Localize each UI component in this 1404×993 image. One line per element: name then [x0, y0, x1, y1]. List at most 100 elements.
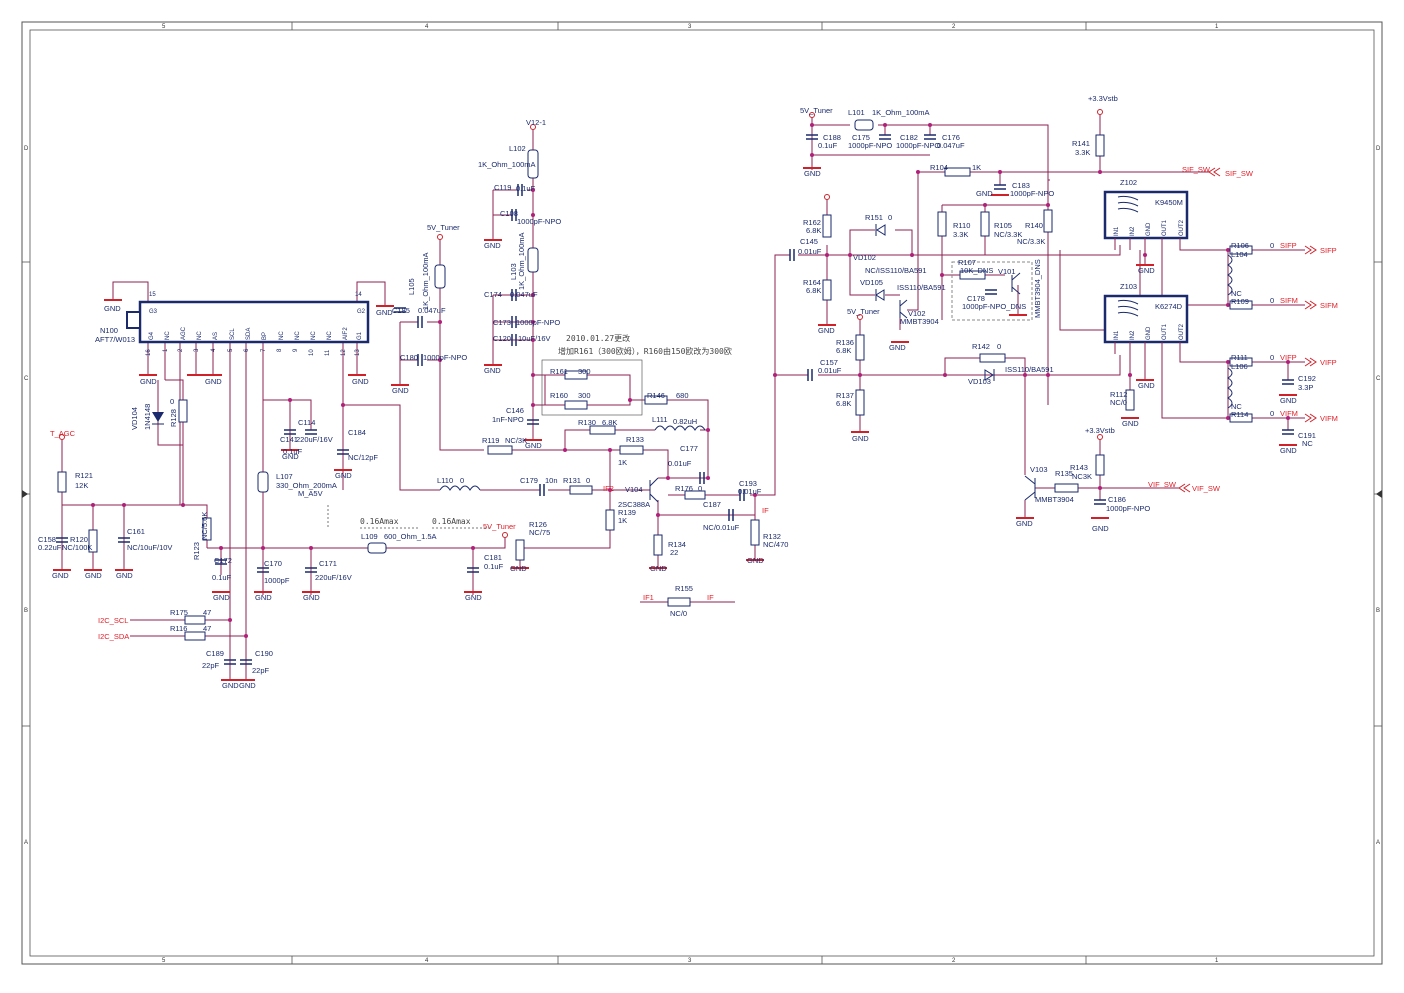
net-sif-sw: SIF_SW — [1225, 169, 1254, 178]
ref-c173: C173 — [493, 318, 511, 327]
ic-pin-num: 3 — [194, 348, 200, 352]
ref-r120: R120 — [70, 535, 88, 544]
ref-c146: C146 — [506, 406, 524, 415]
zone-right-c: C — [1376, 376, 1381, 382]
gnd-label: GND — [85, 571, 102, 580]
ic-pin-label: G4 — [149, 331, 155, 340]
ref-r175: R175 — [170, 608, 188, 617]
val-r133: 1K — [618, 458, 627, 467]
zone-top-4: 4 — [425, 24, 429, 30]
val-c175: 1000pF-NPO — [848, 141, 892, 150]
ref-r135: R135 — [1055, 469, 1073, 478]
net-5v-tuner-bottom: 5V_Tuner — [483, 522, 516, 531]
ref-l107: L107 — [276, 472, 293, 481]
val-r121: 12K — [75, 481, 88, 490]
ref-r146: R146 — [647, 391, 665, 400]
filter-pin: GND — [1146, 222, 1152, 236]
val-r142: 0 — [997, 342, 1001, 351]
zone-left-c: C — [24, 376, 29, 382]
ref-r123: R123 — [192, 542, 201, 560]
val-c172: 0.1uF — [212, 573, 232, 582]
val-r132: NC/470 — [763, 540, 788, 549]
ref-r114: R114 — [1231, 410, 1248, 419]
ref-r143: R143 — [1070, 463, 1088, 472]
resistors — [57, 134, 1253, 641]
val-c114: 220uF/16V — [296, 435, 333, 444]
note-change: 增加R161（300欧姆），R160由150欧改为300欧 — [558, 346, 732, 356]
ic-n100: N100 AFT7/W013 G3 G2 15 14 G4 NC AGC NC … — [95, 292, 370, 356]
gnd-label: GND — [852, 434, 869, 443]
ref-r132: R132 — [763, 532, 781, 541]
val-l109: 600_Ohm_1.5A — [384, 532, 437, 541]
val-l110: 0 — [460, 476, 464, 485]
ref-c172: C172 — [214, 556, 232, 565]
gnd-label: GND — [1138, 266, 1155, 275]
val-c108: 1000pF-NPO — [517, 217, 561, 226]
ref-l111: L111 — [652, 415, 668, 424]
val-r175: 47 — [203, 608, 211, 617]
val-r123: NC/5.6K — [200, 512, 209, 540]
val-c184: NC/12pF — [348, 453, 378, 462]
net-sifp-port: SIFP — [1320, 246, 1337, 255]
junctions — [91, 123, 1290, 638]
ic-part: AFT7/W013 — [95, 335, 135, 344]
ic-pin-num: 15 — [149, 292, 156, 298]
val-l105: 1K_Ohm_100mA — [421, 252, 430, 310]
val-vd104: 1N4148 — [143, 404, 152, 430]
ref-r139: R139 — [618, 508, 636, 517]
gnd-label: GND — [525, 441, 542, 450]
zone-bottom-2: 2 — [952, 958, 956, 964]
ic-pin-label: NC — [295, 331, 301, 340]
gnd-label: GND — [1092, 524, 1109, 533]
gnd-label: GND — [140, 377, 157, 386]
val-r116: 47 — [203, 624, 211, 633]
val-r160: 300 — [578, 391, 591, 400]
ref-c191: C191 — [1298, 431, 1316, 440]
val-c158: 0.22uF — [38, 543, 62, 552]
gnd-label: GND — [52, 571, 69, 580]
gnd-label: GND — [1016, 519, 1033, 528]
net-5v-tuner: 5V_Tuner — [847, 307, 880, 316]
val-c192: 3.3P — [1298, 383, 1313, 392]
ic-pin-num: 13 — [355, 349, 361, 356]
ref-c158: C158 — [38, 535, 56, 544]
net-i2c-sda: I2C_SDA — [98, 632, 129, 641]
gnd-label: GND — [889, 343, 906, 352]
ref-r131: R131 — [563, 476, 581, 485]
ref-vd105: VD105 — [860, 278, 883, 287]
ref-vd102: VD102 — [853, 253, 876, 262]
net-vif-sw: VIF_SW — [1192, 484, 1221, 493]
gnd-label: GND — [335, 471, 352, 480]
val-r104: 1K — [972, 163, 981, 172]
ic-pin-num: 11 — [325, 349, 331, 356]
ref-r133: R133 — [626, 435, 644, 444]
gnd-label: GND — [484, 241, 501, 250]
ref-r126: R126 — [529, 520, 547, 529]
zone-bottom-3: 3 — [688, 958, 692, 964]
net-5v-tuner: 5V_Tuner — [427, 223, 460, 232]
ref-r140: R140 — [1025, 221, 1043, 230]
ic-pin-label: NC — [165, 331, 171, 340]
ref-c182: C182 — [900, 133, 918, 142]
ic-pin-label: AS — [213, 332, 219, 340]
ic-ref: N100 — [100, 326, 118, 335]
ref-l101: L101 — [848, 108, 865, 117]
val-c183: 1000pF-NPO — [1010, 189, 1054, 198]
val-c190: 22pF — [252, 666, 270, 675]
ref-c179: C179 — [520, 476, 538, 485]
val-c119: 0.1uF — [516, 184, 536, 193]
gnd-label: GND — [303, 593, 320, 602]
gnd-label: GND — [222, 681, 239, 690]
val-r111: 0 — [1270, 353, 1274, 362]
net-vifm-port: VIFM — [1320, 414, 1338, 423]
ic-pin-g2: G2 — [357, 309, 366, 315]
gnd-label: GND — [510, 564, 527, 573]
zone-bottom-5: 5 — [162, 958, 166, 964]
gnd-label: GND — [282, 452, 299, 461]
ic-pin-label: G1 — [357, 331, 363, 340]
ref-l106: L106 — [1231, 362, 1248, 371]
net-3v3-stb: +3.3Vstb — [1085, 426, 1115, 435]
gnd-label: GND — [1280, 446, 1297, 455]
ref-r111: R111 — [1231, 353, 1248, 362]
